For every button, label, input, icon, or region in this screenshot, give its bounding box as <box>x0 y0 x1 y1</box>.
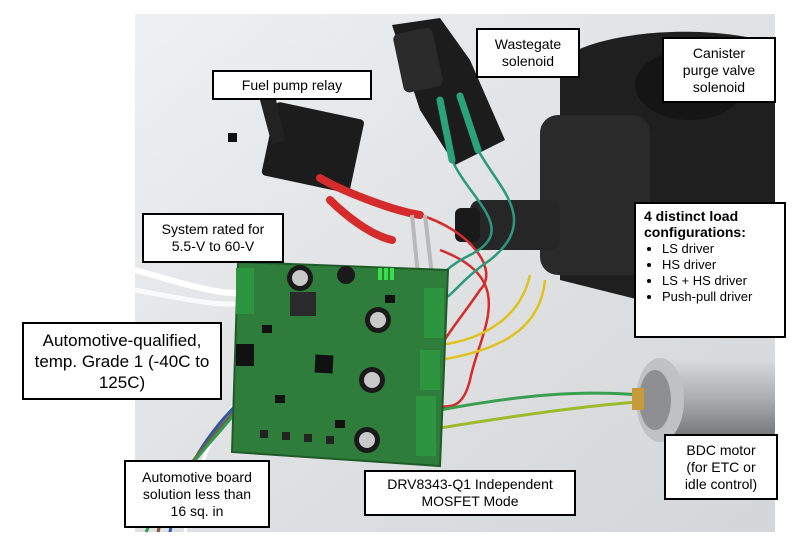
motor-wire-2 <box>439 400 641 430</box>
load-config-list: LS driver HS driver LS + HS driver Push-… <box>644 241 752 305</box>
red-wires <box>316 174 491 412</box>
load-config-item: LS + HS driver <box>662 273 752 289</box>
pcb-board <box>230 260 450 468</box>
callout-board-solution: Automotive board solution less than 16 s… <box>124 460 270 528</box>
callout-bdc-motor-line3: idle control) <box>684 475 758 492</box>
bdc-motor <box>632 358 775 442</box>
callout-automotive-qualified: Automotive-qualified, temp. Grade 1 (-40… <box>22 322 222 400</box>
callout-automotive-qualified-line1: Automotive-qualified, <box>42 330 202 350</box>
callout-board-solution-line3: 16 sq. in <box>170 502 224 519</box>
yellow-wire-2 <box>439 279 547 362</box>
callout-wastegate: Wastegate solenoid <box>476 28 580 78</box>
load-config-title-line2: configurations: <box>644 224 746 240</box>
load-config-item: LS driver <box>662 241 752 257</box>
callout-canister-line1: Canister <box>692 44 746 61</box>
callout-wastegate-line1: Wastegate <box>494 36 562 52</box>
callout-fuel-pump-relay: Fuel pump relay <box>212 70 372 100</box>
callout-board-solution-line1: Automotive board <box>142 468 252 485</box>
callout-wastegate-line2: solenoid <box>501 53 555 69</box>
callout-board-solution-line2: solution less than <box>142 485 252 502</box>
callout-drv-mode-line1: DRV8343-Q1 Independent <box>387 476 553 492</box>
callout-fuel-pump-relay-text: Fuel pump relay <box>241 76 343 93</box>
callout-canister: Canister purge valve solenoid <box>662 37 776 103</box>
load-config-item: Push-pull driver <box>662 289 752 305</box>
callout-system-rated: System rated for 5.5-V to 60-V <box>142 213 284 263</box>
callout-bdc-motor-line2: (for ETC or <box>686 458 756 475</box>
callout-canister-line2: purge valve <box>682 61 756 78</box>
callout-system-rated-line2: 5.5-V to 60-V <box>171 238 255 254</box>
callout-drv-mode-line2: MOSFET Mode <box>421 493 519 509</box>
load-config-title-line1: 4 distinct load <box>644 208 739 224</box>
callout-system-rated-line1: System rated for <box>161 221 265 237</box>
motor-wire-1 <box>439 391 641 412</box>
callout-bdc-motor: BDC motor (for ETC or idle control) <box>664 434 778 500</box>
callout-automotive-qualified-line2: temp. Grade 1 (-40C to <box>34 351 210 371</box>
teal-wire-2 <box>439 149 516 302</box>
callout-canister-line3: solenoid <box>692 78 746 95</box>
yellow-wire-1 <box>439 274 532 347</box>
callout-drv-mode: DRV8343-Q1 Independent MOSFET Mode <box>364 470 576 516</box>
callout-automotive-qualified-line3: 125C) <box>98 372 146 392</box>
load-config-item: HS driver <box>662 257 752 273</box>
callout-bdc-motor-line1: BDC motor <box>686 441 756 458</box>
callout-load-configurations: 4 distinct load configurations: LS drive… <box>634 202 786 338</box>
fuel-pump-relay <box>228 95 364 193</box>
wastegate-solenoid <box>392 18 505 165</box>
